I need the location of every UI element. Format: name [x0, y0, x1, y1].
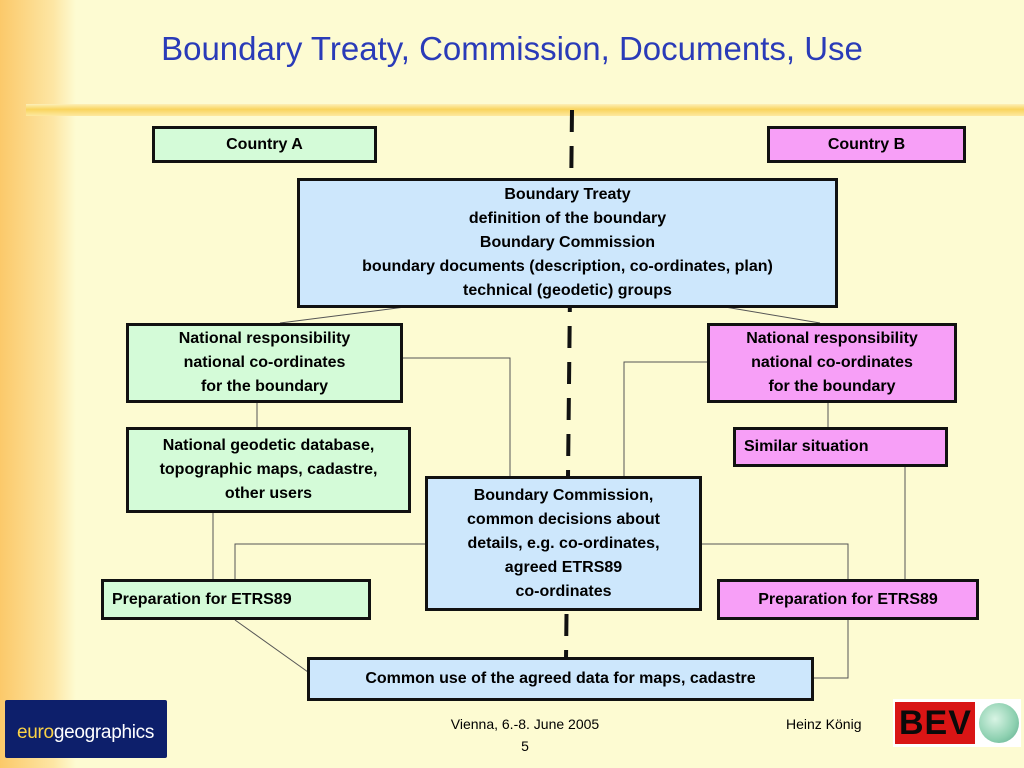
bev-red-block: BEV [895, 702, 975, 744]
bev-logo-text: BEV [899, 704, 972, 742]
treaty-line: boundary documents (description, co-ordi… [362, 258, 773, 275]
treaty-line: Boundary Commission [479, 234, 656, 251]
footer-author: Heinz König [786, 716, 862, 732]
left-gradient-bar [0, 0, 76, 768]
connector-commission-prep-b [701, 543, 849, 580]
national-b-line: for the boundary [768, 378, 896, 395]
country-b-box: Country B [767, 126, 966, 163]
globe-icon [979, 703, 1019, 743]
preparation-etrs89-b-box: Preparation for ETRS89 [717, 579, 979, 620]
footer-page-number: 5 [521, 738, 529, 754]
footer-place-date: Vienna, 6.-8. June 2005 [450, 716, 600, 732]
national-b-line: national co-ordinates [751, 354, 913, 371]
connector-treaty-nat-a [279, 306, 406, 324]
title-underline [26, 104, 1024, 116]
common-use-box: Common use of the agreed data for maps, … [307, 657, 814, 701]
eurogeographics-logo: eurogeographics [5, 700, 167, 758]
treaty-line: definition of the boundary [468, 210, 667, 227]
commission-line: Boundary Commission, [473, 486, 654, 504]
commission-line: agreed ETRS89 [504, 558, 623, 576]
prep-a-label: Preparation for ETRS89 [112, 590, 292, 608]
national-a-line: national co-ordinates [183, 354, 346, 371]
connector-prep-b-common [813, 620, 849, 679]
boundary-commission-decisions-box: Boundary Commission, common decisions ab… [425, 476, 702, 611]
national-a-line: National responsibility [178, 330, 351, 347]
geodetic-a-line: National geodetic database, [162, 437, 375, 454]
common-use-label: Common use of the agreed data for maps, … [365, 670, 756, 687]
national-a-line: for the boundary [200, 378, 329, 395]
country-a-box: Country A [152, 126, 377, 163]
national-geodetic-database-box: National geodetic database, topographic … [126, 427, 411, 513]
preparation-etrs89-a-box: Preparation for ETRS89 [101, 579, 371, 620]
treaty-line: Boundary Treaty [504, 186, 631, 203]
prep-b-label: Preparation for ETRS89 [758, 590, 938, 608]
connector-nat-a-commission [402, 357, 511, 476]
geodetic-a-line: other users [224, 485, 313, 502]
geodetic-a-line: topographic maps, cadastre, [159, 461, 378, 478]
national-responsibility-b-box: National responsibility national co-ordi… [707, 323, 957, 403]
boundary-treaty-box: Boundary Treaty definition of the bounda… [297, 178, 838, 308]
national-b-line: National responsibility [746, 330, 918, 347]
logo-euro-text: euro [17, 722, 54, 743]
commission-line: details, e.g. co-ordinates, [467, 534, 660, 552]
country-a-label: Country A [226, 135, 303, 153]
country-b-label: Country B [827, 135, 906, 153]
connector-treaty-nat-b [724, 306, 821, 324]
national-responsibility-a-box: National responsibility national co-ordi… [126, 323, 403, 403]
bev-logo: BEV [893, 699, 1021, 747]
connector-prep-a-common [234, 619, 309, 673]
slide-title: Boundary Treaty, Commission, Documents, … [161, 30, 863, 67]
logo-geographics-text: geographics [53, 722, 155, 743]
commission-line: common decisions about [467, 510, 660, 528]
connector-commission-prep-a [234, 543, 427, 580]
treaty-line: technical (geodetic) groups [463, 282, 672, 299]
similar-situation-box: Similar situation [733, 427, 948, 467]
connector-nat-b-commission [623, 361, 708, 476]
similar-situation-label: Similar situation [744, 438, 869, 455]
commission-line: co-ordinates [515, 582, 612, 600]
